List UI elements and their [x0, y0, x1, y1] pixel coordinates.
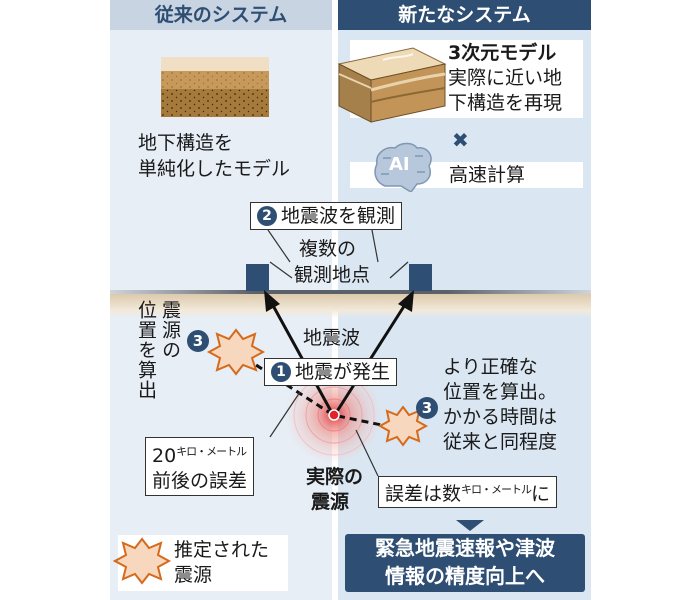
- outcome-banner: 緊急地震速報や津波 情報の精度向上へ: [345, 534, 585, 592]
- error-new-callout: 誤差は数キロ・メートルに: [378, 476, 558, 508]
- stations-label-2: 観測地点: [294, 264, 371, 286]
- simple-model-caption-1: 地下構造を: [138, 132, 234, 154]
- result-text-2: 位置を算出。: [443, 381, 558, 403]
- epicenter-dot: [328, 409, 340, 421]
- step-3-badge-right: 3: [416, 397, 438, 419]
- station-right: [409, 264, 432, 291]
- estimated-epicenter-new-star: [377, 405, 429, 447]
- model-3d-block: [333, 38, 451, 128]
- step-1-badge: 1: [271, 362, 291, 382]
- position-calc-col-2: 位置を算出: [135, 300, 157, 400]
- legend-label-1: 推定された: [174, 539, 270, 561]
- result-text-4: 従来と同程度: [443, 431, 558, 453]
- legend-star: [112, 537, 172, 585]
- stations-leader-right: [389, 261, 409, 279]
- left-header: 従来のシステム: [110, 0, 332, 30]
- outcome-arrow: [456, 520, 484, 531]
- times-icon: ✖: [452, 128, 469, 152]
- estimated-epicenter-old-star: [206, 328, 266, 376]
- wave-arrow-left: [268, 299, 334, 414]
- model-3d-desc-2: 下構造を再現: [448, 92, 563, 114]
- position-calc-col-1: 震源の: [159, 300, 181, 360]
- error-old-line-1: 20キロ・メートル: [152, 445, 247, 467]
- observe-leader-right: [371, 229, 379, 263]
- quake-callout-text: 地震が発生: [295, 361, 391, 383]
- error-old-line-2: 前後の誤差: [152, 470, 248, 492]
- step-3-badge-left: 3: [187, 330, 209, 352]
- wave-arrow-left-head: [264, 290, 280, 312]
- stations-label-1: 複数の: [299, 238, 357, 260]
- simple-model-caption-2: 単純化したモデル: [138, 158, 291, 180]
- wave-arrow-right: [334, 299, 410, 414]
- ai-label: AI: [389, 154, 410, 175]
- error-new-leader: [355, 429, 379, 477]
- step-2-badge: 2: [257, 206, 277, 226]
- result-text-1: より正確な: [443, 356, 538, 378]
- ai-brain-icon: AI: [371, 142, 435, 193]
- epicenter-label-1: 実際の: [306, 466, 364, 488]
- epicenter-label-2: 震源: [311, 491, 350, 513]
- right-header: 新たなシステム: [338, 0, 591, 30]
- station-left: [246, 264, 269, 291]
- outcome-line-2: 情報の精度向上へ: [385, 564, 545, 588]
- epicenter-ring-2: [305, 386, 363, 444]
- wave-label: 地震波: [303, 327, 361, 349]
- observe-leader-left: [267, 229, 291, 263]
- result-text-3: かかる時間は: [443, 406, 558, 428]
- error-old-callout: 20キロ・メートル 前後の誤差: [145, 437, 255, 496]
- model-3d-desc-1: 実際に近い地: [448, 67, 563, 89]
- outcome-line-1: 緊急地震速報や津波: [375, 536, 555, 560]
- wave-arrow-right-head: [398, 290, 414, 312]
- model-3d-title: 3次元モデル: [448, 42, 557, 64]
- ground-surface-line: [110, 290, 591, 294]
- compute-label: 高速計算: [449, 164, 526, 186]
- error-old-leader: [269, 391, 301, 438]
- underground-band: [110, 292, 591, 318]
- legend-label-2: 震源: [174, 564, 213, 586]
- observe-callout-text: 地震波を観測: [281, 205, 396, 227]
- simple-model-block: [161, 57, 269, 117]
- epicenter-ring-1: [317, 398, 351, 432]
- stations-leader-left: [269, 261, 293, 279]
